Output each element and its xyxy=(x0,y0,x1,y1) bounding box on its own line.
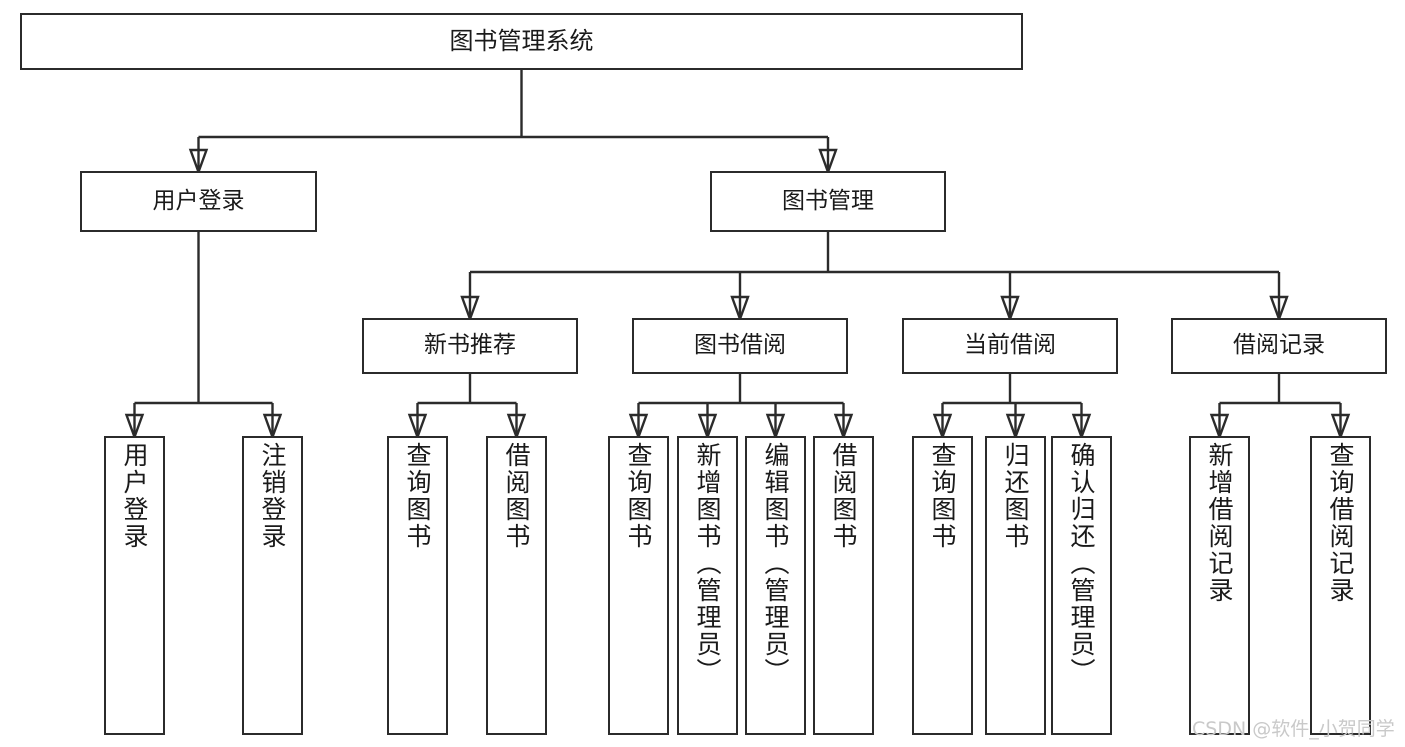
node-leaf-add-record[interactable]: 新增借阅记录 xyxy=(1189,436,1250,735)
node-new-book-rec[interactable]: 新书推荐 xyxy=(362,318,578,374)
node-label-leaf-query-book-1: 查询图书 xyxy=(403,442,432,550)
node-leaf-query-record[interactable]: 查询借阅记录 xyxy=(1310,436,1371,735)
node-leaf-borrow-book-1[interactable]: 借阅图书 xyxy=(486,436,547,735)
node-label-book-borrow: 图书借阅 xyxy=(694,332,786,359)
node-label-current-borrow: 当前借阅 xyxy=(964,332,1056,359)
node-label-leaf-query-book-3: 查询图书 xyxy=(928,442,957,550)
node-label-leaf-user-login: 用户登录 xyxy=(120,442,149,550)
node-leaf-add-book[interactable]: 新增图书（管理员） xyxy=(677,436,738,735)
node-label-leaf-borrow-book-2: 借阅图书 xyxy=(829,442,858,550)
node-label-root: 图书管理系统 xyxy=(449,27,594,56)
node-label-leaf-add-book: 新增图书（管理员） xyxy=(693,442,722,685)
node-book-borrow[interactable]: 图书借阅 xyxy=(632,318,848,374)
node-label-leaf-edit-book: 编辑图书（管理员） xyxy=(761,442,790,685)
node-leaf-user-logout[interactable]: 注销登录 xyxy=(242,436,303,735)
node-book-manage[interactable]: 图书管理 xyxy=(710,171,946,232)
node-label-leaf-query-book-2: 查询图书 xyxy=(624,442,653,550)
node-leaf-borrow-book-2[interactable]: 借阅图书 xyxy=(813,436,874,735)
node-leaf-edit-book[interactable]: 编辑图书（管理员） xyxy=(745,436,806,735)
node-leaf-query-book-1[interactable]: 查询图书 xyxy=(387,436,448,735)
node-label-borrow-record: 借阅记录 xyxy=(1233,332,1325,359)
node-leaf-user-login[interactable]: 用户登录 xyxy=(104,436,165,735)
node-label-leaf-return-book: 归还图书 xyxy=(1001,442,1030,550)
node-leaf-return-book[interactable]: 归还图书 xyxy=(985,436,1046,735)
node-leaf-query-book-2[interactable]: 查询图书 xyxy=(608,436,669,735)
node-label-leaf-user-logout: 注销登录 xyxy=(258,442,287,550)
node-label-leaf-add-record: 新增借阅记录 xyxy=(1205,442,1234,604)
node-user-login[interactable]: 用户登录 xyxy=(80,171,317,232)
node-label-leaf-query-record: 查询借阅记录 xyxy=(1326,442,1355,604)
node-label-new-book-rec: 新书推荐 xyxy=(424,332,516,359)
node-label-book-manage: 图书管理 xyxy=(782,187,874,214)
node-root[interactable]: 图书管理系统 xyxy=(20,13,1023,70)
node-label-user-login: 用户登录 xyxy=(152,187,245,214)
node-current-borrow[interactable]: 当前借阅 xyxy=(902,318,1118,374)
node-leaf-confirm-return[interactable]: 确认归还（管理员） xyxy=(1051,436,1112,735)
node-label-leaf-borrow-book-1: 借阅图书 xyxy=(502,442,531,550)
node-borrow-record[interactable]: 借阅记录 xyxy=(1171,318,1387,374)
node-label-leaf-confirm-return: 确认归还（管理员） xyxy=(1067,442,1096,685)
watermark-text: CSDN @软件_小贺同学 xyxy=(1192,718,1395,740)
node-leaf-query-book-3[interactable]: 查询图书 xyxy=(912,436,973,735)
